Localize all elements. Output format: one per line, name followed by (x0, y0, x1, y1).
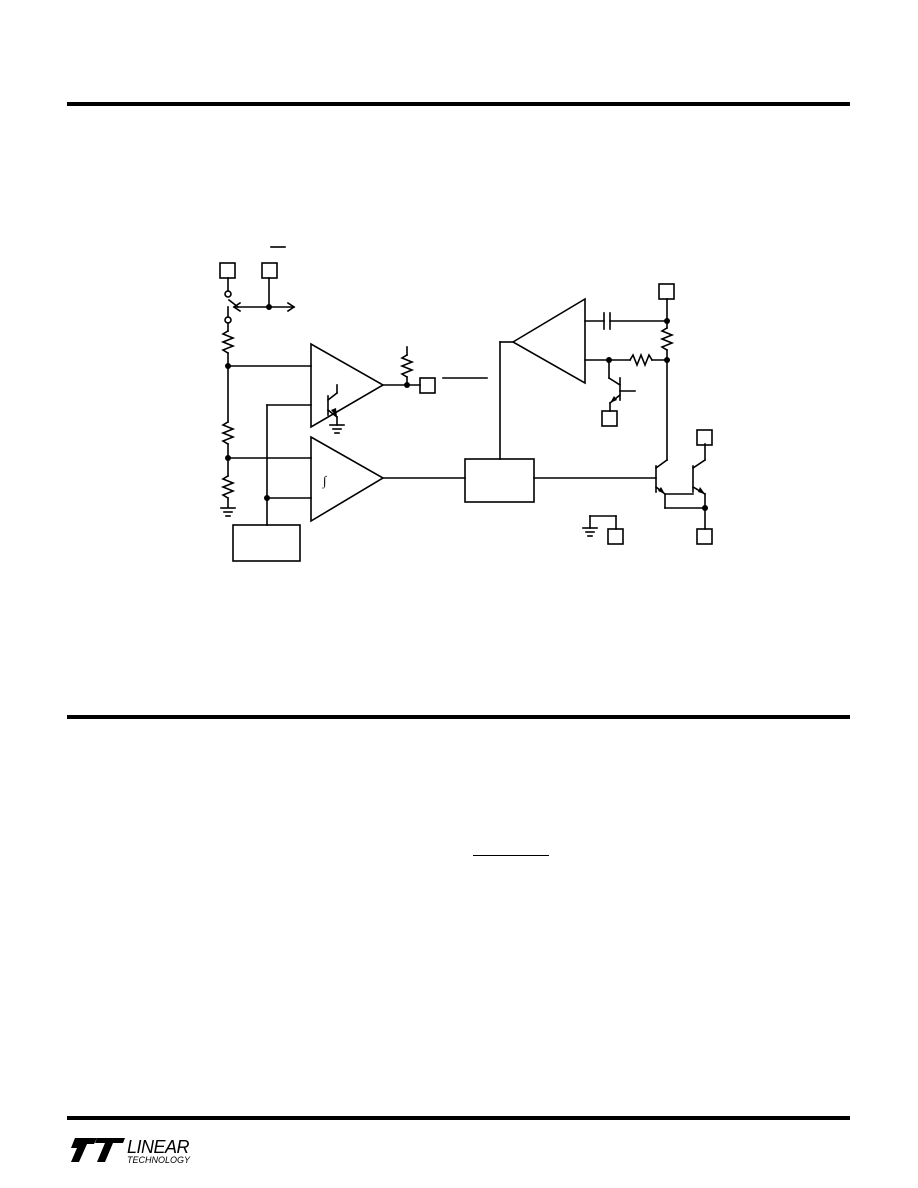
reference-block (232, 524, 301, 562)
fraction-bar (473, 855, 549, 856)
resistor-2 (220, 420, 236, 446)
junction-dot (606, 357, 612, 363)
logic-block (464, 458, 535, 503)
footer-rule (67, 1116, 850, 1120)
junction-dot (404, 382, 410, 388)
junction-dot (266, 304, 272, 310)
pin-box (658, 283, 675, 300)
pin-box (696, 429, 713, 446)
junction-dot (664, 357, 670, 363)
logo-mark (71, 1138, 97, 1162)
schmitt-symbol: ∫ (322, 473, 328, 489)
top-section-rule (67, 102, 850, 106)
logo-brand-line2: TECHNOLOGY (127, 1155, 191, 1165)
pin-box (219, 262, 236, 279)
resistor-pullup (399, 353, 415, 379)
switch-contact (224, 290, 232, 298)
resistor-3 (220, 474, 236, 500)
pin-box (696, 528, 713, 545)
error-amplifier (511, 297, 586, 385)
resistor-1 (220, 329, 236, 355)
pin-box (261, 262, 278, 279)
comparator-lower (310, 435, 385, 523)
resistor-feedback (628, 352, 654, 368)
resistor-sense (659, 326, 675, 352)
company-logo: LINEAR TECHNOLOGY (71, 1137, 191, 1165)
junction-dot (702, 505, 708, 511)
pin-box (607, 528, 624, 545)
pin-box (601, 410, 618, 427)
middle-section-rule (67, 715, 850, 719)
junction-dot (264, 495, 270, 501)
comparator-upper (310, 342, 385, 429)
pin-box (419, 377, 436, 394)
logo-brand-line1: LINEAR (127, 1137, 190, 1157)
switch-contact (224, 316, 232, 324)
junction-dot (225, 363, 231, 369)
junction-dot (664, 318, 670, 324)
junction-dot (225, 455, 231, 461)
